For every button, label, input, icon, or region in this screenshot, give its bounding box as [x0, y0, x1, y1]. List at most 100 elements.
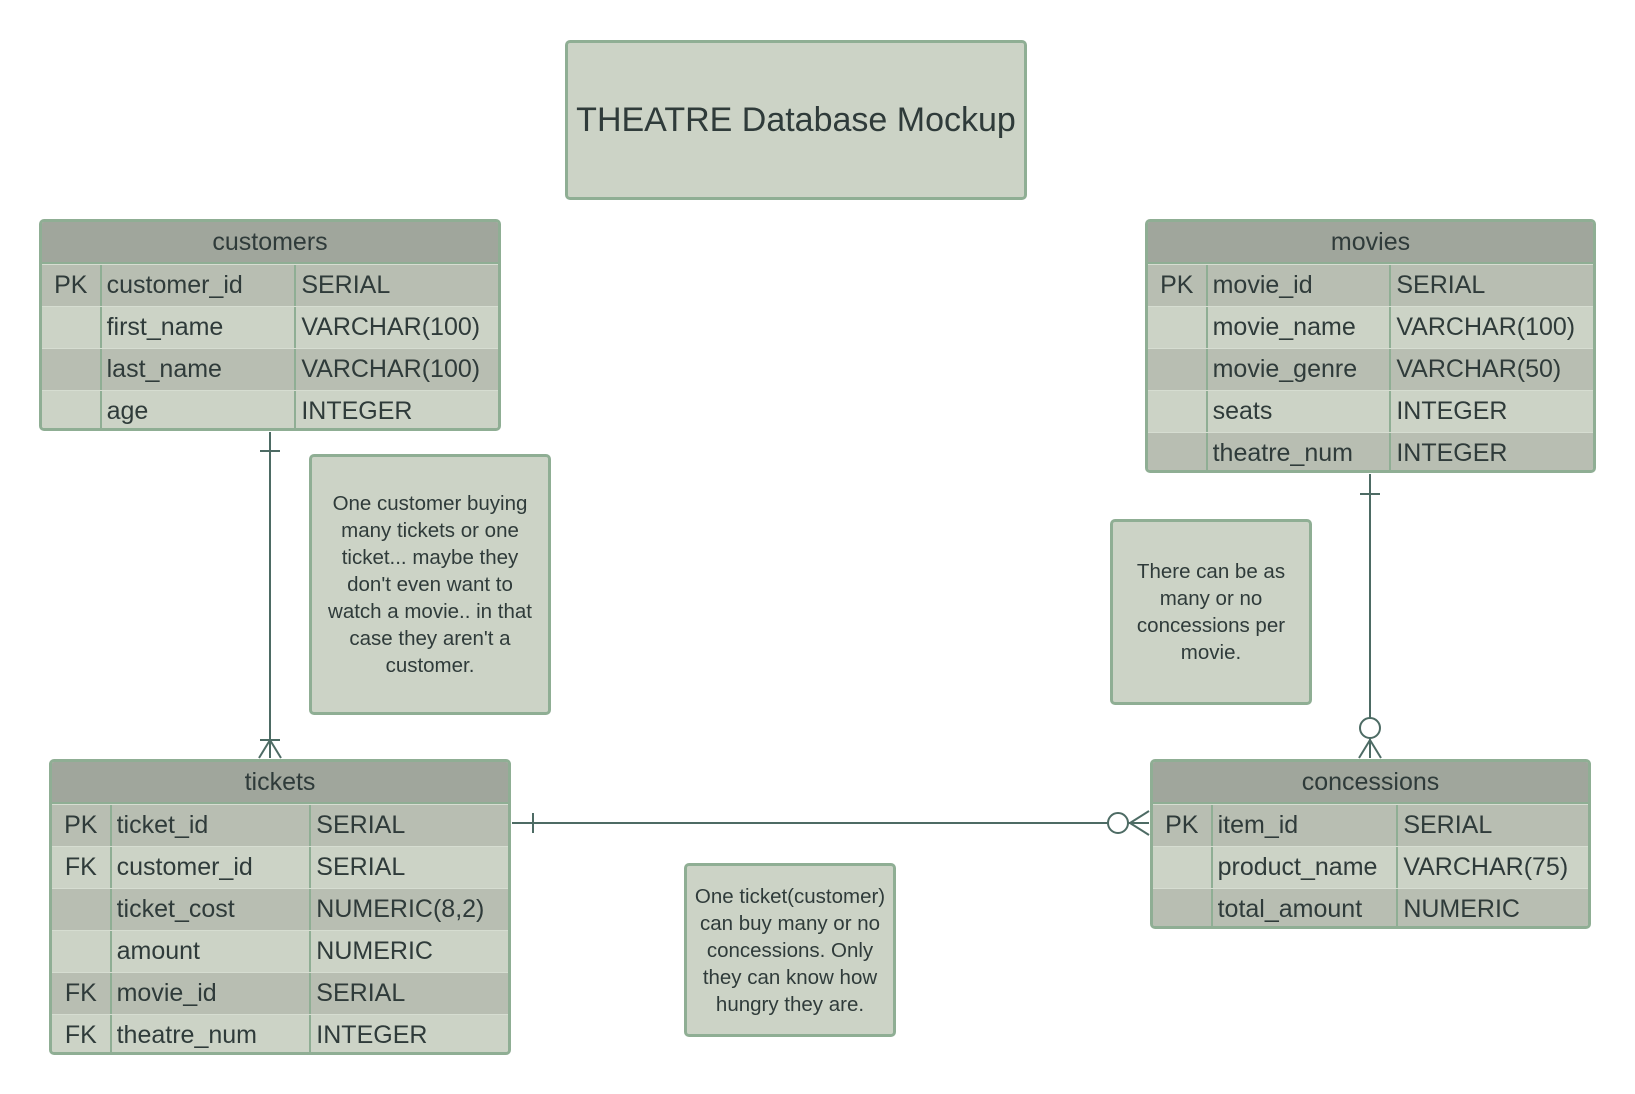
relationship-customers-tickets[interactable] [258, 432, 282, 759]
field-key [1148, 307, 1208, 348]
field-name: item_id [1213, 805, 1399, 846]
field-name: movie_genre [1208, 349, 1392, 390]
field-name: movie_id [112, 973, 312, 1014]
field-key [1148, 433, 1208, 470]
field-name: age [102, 391, 297, 428]
field-type: INTEGER [1396, 397, 1508, 425]
field-key [1153, 889, 1213, 926]
note-text: One customer buying many tickets or one … [328, 492, 532, 677]
field-name: customer_id [112, 847, 312, 888]
field-type: INTEGER [316, 1021, 428, 1049]
field-key [1153, 847, 1213, 888]
field-key [42, 349, 102, 390]
field-key: FK [52, 1015, 112, 1052]
field-type: SERIAL [1403, 811, 1493, 839]
field-name: theatre_num [112, 1015, 312, 1052]
field-key [52, 889, 112, 930]
field-type: VARCHAR(100) [1396, 313, 1576, 341]
field-key [52, 931, 112, 972]
field-key: FK [52, 973, 112, 1014]
field-key [1148, 349, 1208, 390]
note-text: There can be as many or no concessions p… [1136, 560, 1286, 664]
entity-header: tickets [52, 762, 508, 804]
field-name: movie_id [1208, 265, 1392, 306]
entity-header: movies [1148, 222, 1593, 264]
field-name: product_name [1213, 847, 1399, 888]
field-type: VARCHAR(50) [1396, 355, 1562, 383]
field-name: customer_id [102, 265, 297, 306]
field-key: PK [42, 265, 102, 306]
field-name: seats [1208, 391, 1392, 432]
field-key: FK [52, 847, 112, 888]
note-customers-tickets[interactable]: One customer buying many tickets or one … [309, 454, 551, 715]
relationship-movies-concessions[interactable] [1358, 474, 1382, 759]
zero-mark [1359, 717, 1381, 739]
field-key [42, 391, 102, 428]
field-key [42, 307, 102, 348]
entity-header: customers [42, 222, 498, 264]
field-name: last_name [102, 349, 297, 390]
field-type: VARCHAR(100) [301, 313, 481, 341]
note-tickets-concessions[interactable]: One ticket(customer) can buy many or no … [684, 863, 896, 1037]
field-type: VARCHAR(75) [1403, 853, 1569, 881]
field-key: PK [52, 805, 112, 846]
field-key [1148, 391, 1208, 432]
zero-mark [1107, 812, 1129, 834]
field-name: total_amount [1213, 889, 1399, 926]
crowfoot-mark [1369, 739, 1382, 759]
crowfoot-mark [1129, 810, 1150, 824]
field-name: first_name [102, 307, 297, 348]
field-type: NUMERIC [316, 937, 433, 965]
field-name: ticket_cost [112, 889, 312, 930]
crowfoot-mark [269, 739, 282, 759]
note-text: One ticket(customer) can buy many or no … [694, 884, 886, 1016]
field-type: INTEGER [301, 397, 413, 425]
field-type: NUMERIC(8,2) [316, 895, 485, 923]
field-type: SERIAL [316, 811, 406, 839]
diagram-title-text: THEATRE Database Mockup [576, 100, 1016, 139]
crowfoot-mark [1358, 739, 1371, 759]
crowfoot-mark [258, 739, 271, 759]
field-type: NUMERIC [1403, 895, 1520, 923]
field-name: theatre_num [1208, 433, 1392, 470]
field-type: SERIAL [316, 979, 406, 1007]
field-type: SERIAL [301, 271, 391, 299]
field-key: PK [1148, 265, 1208, 306]
field-key: PK [1153, 805, 1213, 846]
entity-header: concessions [1153, 762, 1588, 804]
field-type: INTEGER [1396, 439, 1508, 467]
diagram-title[interactable]: THEATRE Database Mockup [565, 40, 1027, 200]
relationship-tickets-concessions[interactable] [512, 810, 1150, 836]
note-movies-concessions[interactable]: There can be as many or no concessions p… [1110, 519, 1312, 705]
crowfoot-mark [1129, 822, 1150, 836]
field-name: movie_name [1208, 307, 1392, 348]
field-type: SERIAL [1396, 271, 1486, 299]
